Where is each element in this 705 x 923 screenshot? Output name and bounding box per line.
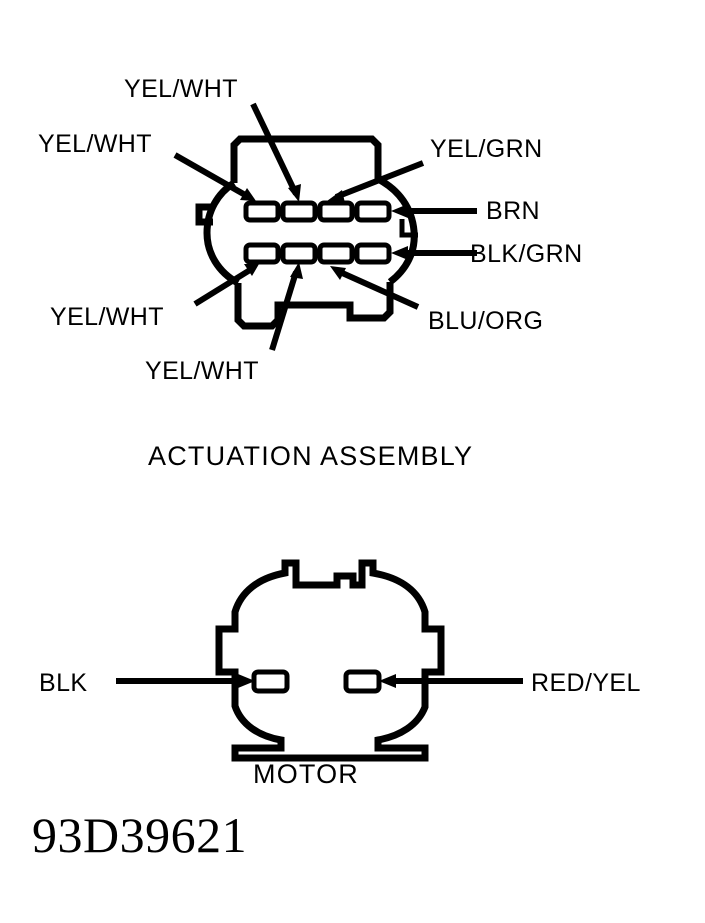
- arrowhead-top-right: [327, 190, 345, 203]
- label-bottom-left: YEL/WHT: [50, 303, 164, 331]
- figure-id-number: 93D39621: [32, 807, 247, 863]
- arrowhead-top-center: [288, 184, 301, 202]
- label-top-center: YEL/WHT: [124, 75, 238, 103]
- actuation-terminal-row-upper: [243, 200, 392, 223]
- motor-connector: BLK RED/YEL MOTOR: [39, 559, 641, 789]
- arrowhead-right-lower: [391, 246, 408, 260]
- terminal-u2: [280, 200, 318, 223]
- terminal-u1: [243, 200, 281, 223]
- leader-top-left: [173, 152, 249, 199]
- leader-top-center: [250, 102, 299, 196]
- actuation-terminal-row-lower: [243, 242, 392, 265]
- arrowhead-top-left: [240, 188, 256, 201]
- label-motor-right: RED/YEL: [531, 669, 641, 697]
- leader-right-jog: [399, 219, 418, 238]
- leader-top-right: [334, 160, 425, 200]
- motor-caption: MOTOR: [253, 759, 359, 789]
- terminal-l4: [354, 242, 392, 265]
- terminal-l1: [243, 242, 281, 265]
- arrowhead-right-upper: [391, 204, 408, 218]
- label-right-upper: BRN: [486, 197, 540, 225]
- terminal-l2: [280, 242, 318, 265]
- arrowhead-bottom-left: [244, 264, 259, 276]
- leader-bottom-center: [269, 271, 299, 351]
- actuation-assembly-connector: YEL/WHT YEL/WHT YEL/GRN BRN BLK/GRN YEL/…: [38, 75, 583, 471]
- label-right-lower: BLK/GRN: [470, 240, 583, 268]
- arrowhead-bottom-right: [330, 266, 346, 280]
- label-bottom-center: YEL/WHT: [145, 357, 259, 385]
- arrowhead-motor-left: [238, 674, 255, 688]
- leader-bottom-right: [338, 269, 420, 310]
- terminal-u4: [354, 200, 392, 223]
- actuation-assembly-caption: ACTUATION ASSEMBLY: [148, 441, 473, 471]
- arrowhead-motor-right: [379, 674, 396, 688]
- actuation-connector-left-keyway: [195, 203, 213, 226]
- leader-bottom-left: [193, 267, 252, 307]
- label-top-right: YEL/GRN: [430, 135, 543, 163]
- actuation-connector-outline: [203, 135, 418, 330]
- motor-connector-outline: [215, 559, 445, 762]
- label-bottom-right: BLU/ORG: [428, 307, 543, 335]
- label-top-left: YEL/WHT: [38, 130, 152, 158]
- label-motor-left: BLK: [39, 669, 87, 697]
- motor-terminal-left: [251, 669, 290, 694]
- terminal-l3: [317, 242, 355, 265]
- terminal-u3: [317, 200, 355, 223]
- motor-terminal-right: [343, 669, 382, 694]
- arrowhead-bottom-center: [290, 262, 303, 279]
